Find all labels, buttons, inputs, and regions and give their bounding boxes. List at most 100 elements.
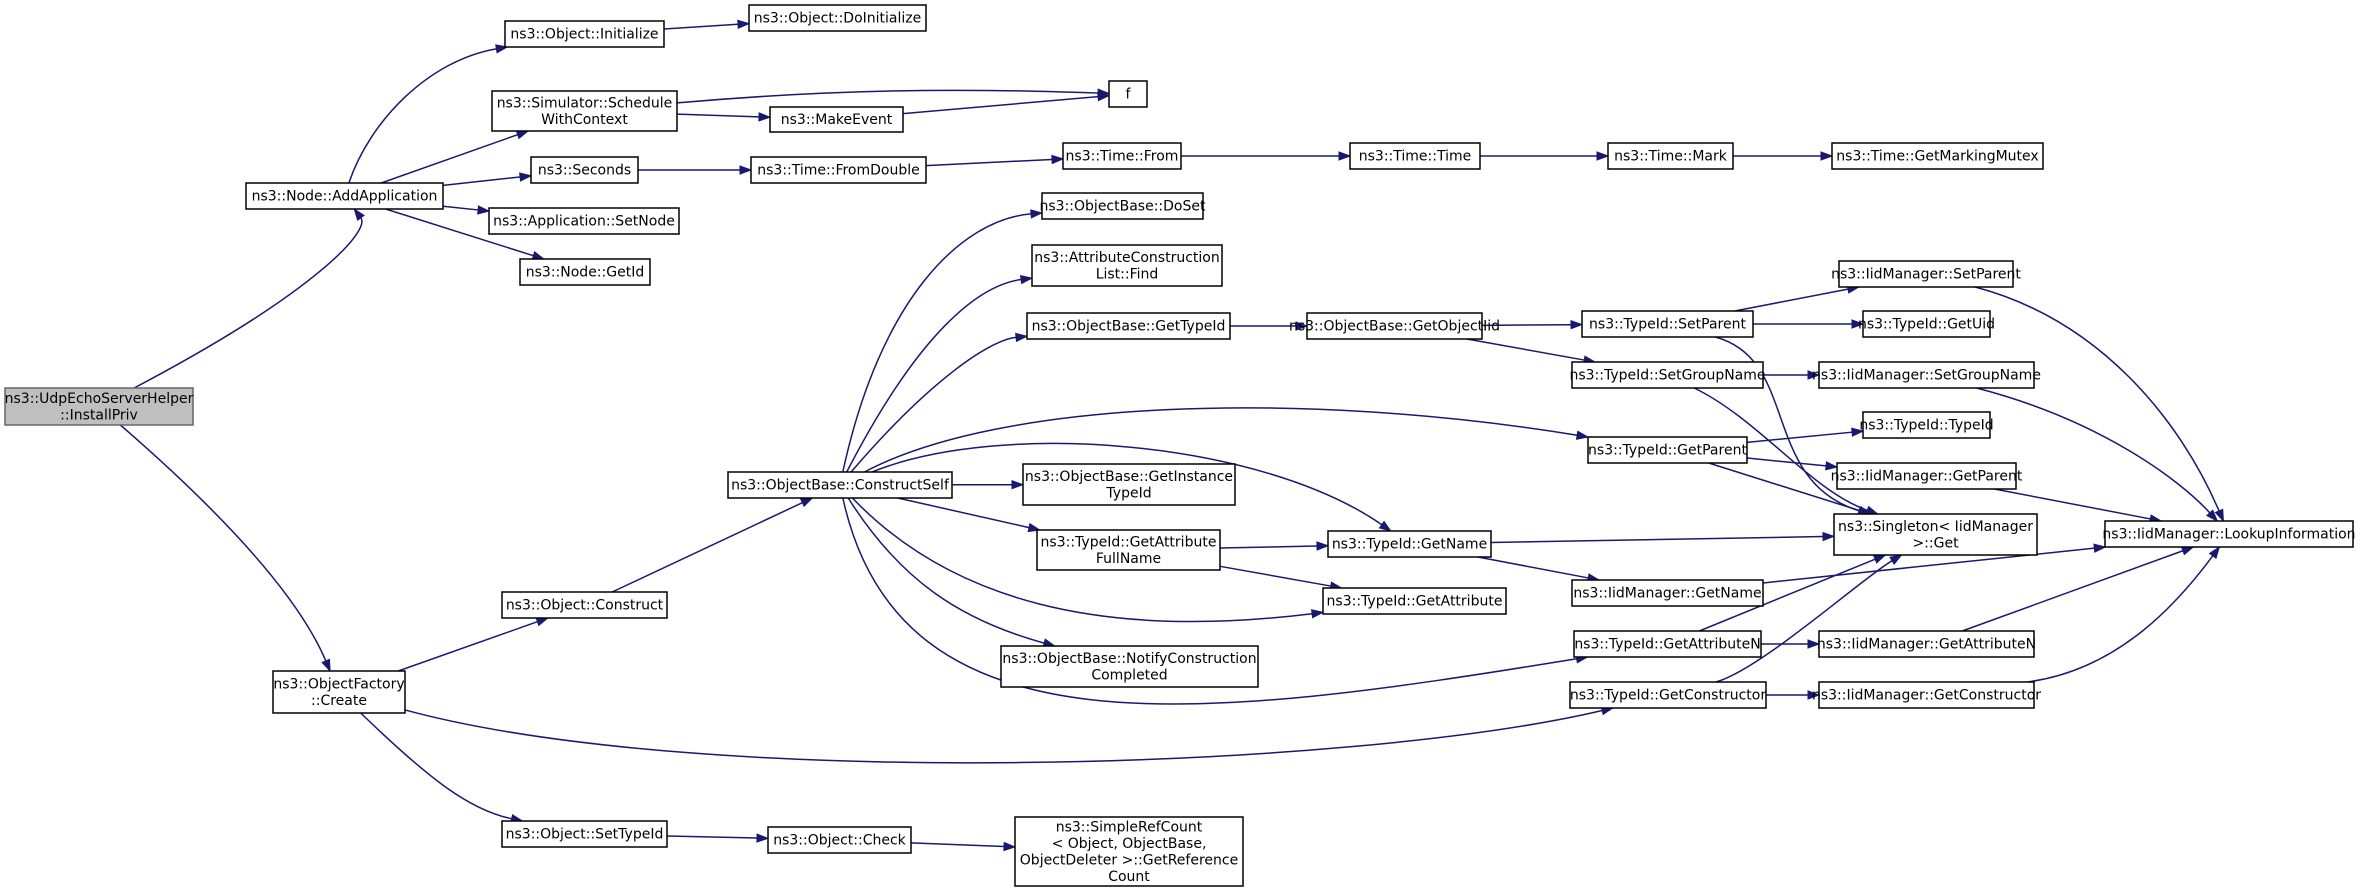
arrowhead-icon bbox=[799, 497, 814, 508]
edge-iidsetgroup-to-lookup bbox=[1976, 387, 2219, 523]
node-fromdouble[interactable]: ns3::Time::FromDouble bbox=[750, 156, 927, 184]
node-label: ns3::TypeId::GetConstructor bbox=[1570, 688, 1766, 704]
node-label: ns3::Node::GetId bbox=[526, 265, 644, 281]
node-box bbox=[1571, 579, 1764, 607]
edge-line bbox=[2027, 555, 2214, 683]
node-label: ns3::Seconds bbox=[538, 163, 631, 179]
node-label: ns3::Object::Construct bbox=[506, 598, 664, 614]
edge-objcheck-to-simplerefcount bbox=[910, 841, 1017, 852]
node-objsettypeid[interactable]: ns3::Object::SetTypeId bbox=[501, 820, 668, 848]
node-label: ns3::ObjectBase::GetTypeId bbox=[1032, 319, 1226, 335]
edge-constructself-to-tidgetparent bbox=[864, 407, 1590, 473]
node-box bbox=[245, 182, 444, 210]
edge-line bbox=[666, 835, 758, 839]
node-iidsetparent[interactable]: ns3::IidManager::SetParent bbox=[1831, 260, 2021, 288]
node-tidgetname[interactable]: ns3::TypeId::GetName bbox=[1327, 530, 1492, 558]
node-label: ns3::Object::DoInitialize bbox=[754, 11, 921, 27]
node-tidgetuid[interactable]: ns3::TypeId::GetUid bbox=[1858, 310, 1995, 338]
node-label: ObjectDeleter >::GetReference bbox=[1020, 852, 1238, 868]
edge-line bbox=[1762, 547, 2095, 584]
node-tidsetgroup[interactable]: ns3::TypeId::SetGroupName bbox=[1569, 361, 1766, 389]
node-appsetnode[interactable]: ns3::Application::SetNode bbox=[488, 207, 680, 235]
node-iidsetgroup[interactable]: ns3::IidManager::SetGroupName bbox=[1812, 361, 2041, 389]
node-label: ns3::TypeId::GetName bbox=[1332, 537, 1487, 553]
edge-constructself-to-tidgetattr bbox=[851, 497, 1325, 623]
node-f[interactable]: f bbox=[1108, 80, 1148, 108]
arrowhead-icon bbox=[1378, 520, 1393, 532]
arrowhead-icon bbox=[1851, 427, 1865, 437]
node-objinit[interactable]: ns3::Object::Initialize bbox=[504, 20, 665, 48]
node-factory[interactable]: ns3::ObjectFactory::Create bbox=[272, 670, 406, 714]
node-label: ns3::Simulator::Schedule bbox=[497, 95, 673, 111]
node-box bbox=[501, 820, 668, 848]
node-label: ns3::TypeId::GetUid bbox=[1858, 317, 1995, 333]
node-tidtypeid[interactable]: ns3::TypeId::TypeId bbox=[1859, 411, 1994, 439]
node-notify[interactable]: ns3::ObjectBase::NotifyConstructionCompl… bbox=[1000, 645, 1259, 688]
edge-iidgetname-to-lookup bbox=[1762, 543, 2107, 584]
node-label: ns3::Object::Check bbox=[773, 833, 906, 849]
node-simplerefcount[interactable]: ns3::SimpleRefCount< Object, ObjectBase,… bbox=[1014, 816, 1244, 887]
edge-line bbox=[1974, 286, 2220, 512]
node-markmutex[interactable]: ns3::Time::GetMarkingMutex bbox=[1831, 142, 2044, 170]
node-tidgetparent[interactable]: ns3::TypeId::GetParent bbox=[1587, 436, 1748, 464]
edge-constructself-to-doset bbox=[842, 209, 1044, 473]
node-tidgetattr[interactable]: ns3::TypeId::GetAttribute bbox=[1322, 587, 1507, 615]
node-label: Count bbox=[1108, 869, 1150, 885]
node-objconstruct[interactable]: ns3::Object::Construct bbox=[501, 591, 668, 619]
node-iidgetparent[interactable]: ns3::IidManager::GetParent bbox=[1831, 462, 2023, 490]
node-box bbox=[1818, 361, 2035, 389]
node-label: ns3::IidManager::SetParent bbox=[1831, 267, 2021, 283]
node-box bbox=[1836, 462, 2017, 490]
node-label: ns3::Application::SetNode bbox=[493, 214, 675, 230]
node-timefrom[interactable]: ns3::Time::From bbox=[1062, 142, 1182, 170]
node-timemark[interactable]: ns3::Time::Mark bbox=[1607, 142, 1734, 170]
node-nodegetid[interactable]: ns3::Node::GetId bbox=[519, 258, 651, 286]
arrowhead-icon bbox=[1030, 209, 1044, 219]
node-doinit[interactable]: ns3::Object::DoInitialize bbox=[748, 4, 927, 32]
node-label: ns3::TypeId::TypeId bbox=[1859, 418, 1993, 434]
node-timetime[interactable]: ns3::Time::Time bbox=[1349, 142, 1481, 170]
node-label: ns3::Node::AddApplication bbox=[252, 189, 438, 205]
node-lookup[interactable]: ns3::IidManager::LookupInformation bbox=[2102, 520, 2356, 548]
node-tidgetctor[interactable]: ns3::TypeId::GetConstructor bbox=[1569, 681, 1767, 709]
edge-fromdouble-to-timefrom bbox=[925, 154, 1065, 167]
edge-line bbox=[1466, 338, 1585, 361]
node-label: ns3::IidManager::LookupInformation bbox=[2102, 527, 2355, 543]
arrowhead-icon bbox=[739, 165, 753, 175]
node-tidgetattrn[interactable]: ns3::TypeId::GetAttributeN bbox=[1573, 630, 1762, 658]
node-constructself[interactable]: ns3::ObjectBase::ConstructSelf bbox=[727, 471, 953, 499]
node-iidgetname[interactable]: ns3::IidManager::GetName bbox=[1571, 579, 1764, 607]
edge-line bbox=[850, 336, 1017, 473]
node-label: ns3::Time::GetMarkingMutex bbox=[1836, 149, 2038, 165]
node-iidgetattrn[interactable]: ns3::IidManager::GetAttributeN bbox=[1817, 630, 2036, 658]
edge-line bbox=[851, 497, 1313, 623]
arrowhead-icon bbox=[1820, 151, 1834, 161]
edge-constructself-to-getinstance bbox=[951, 479, 1025, 490]
node-label: ns3::Object::Initialize bbox=[510, 27, 658, 43]
node-objcheck[interactable]: ns3::Object::Check bbox=[767, 826, 912, 854]
node-makeevent[interactable]: ns3::MakeEvent bbox=[769, 106, 904, 133]
node-singleton[interactable]: ns3::Singleton< IidManager >::Get bbox=[1833, 513, 2038, 556]
node-box bbox=[1831, 142, 2044, 170]
node-seconds[interactable]: ns3::Seconds bbox=[530, 156, 639, 184]
node-label: List::Find bbox=[1096, 266, 1159, 282]
node-iidgetctor[interactable]: ns3::IidManager::GetConstructor bbox=[1812, 681, 2041, 709]
node-label: ns3::ObjectBase::NotifyConstruction bbox=[1002, 651, 1256, 667]
node-addapp[interactable]: ns3::Node::AddApplication bbox=[245, 182, 444, 210]
node-getobjtid[interactable]: ns3::ObjectBase::GetObjectIid bbox=[1289, 312, 1500, 340]
arrowhead-icon bbox=[2205, 509, 2219, 523]
node-label: ns3::IidManager::GetParent bbox=[1831, 469, 2023, 485]
arrowhead-icon bbox=[353, 207, 365, 222]
node-tidsetparent[interactable]: ns3::TypeId::SetParent bbox=[1581, 310, 1754, 338]
edge-timemark-to-markmutex bbox=[1733, 151, 1834, 161]
node-box bbox=[769, 106, 904, 133]
edge-seconds-to-fromdouble bbox=[638, 165, 753, 175]
node-root[interactable]: ns3::UdpEchoServerHelper::InstallPriv bbox=[4, 387, 194, 426]
node-obgettypeid[interactable]: ns3::ObjectBase::GetTypeId bbox=[1026, 312, 1231, 340]
edge-line bbox=[348, 48, 497, 184]
node-doset[interactable]: ns3::ObjectBase::DoSet bbox=[1040, 192, 1206, 220]
